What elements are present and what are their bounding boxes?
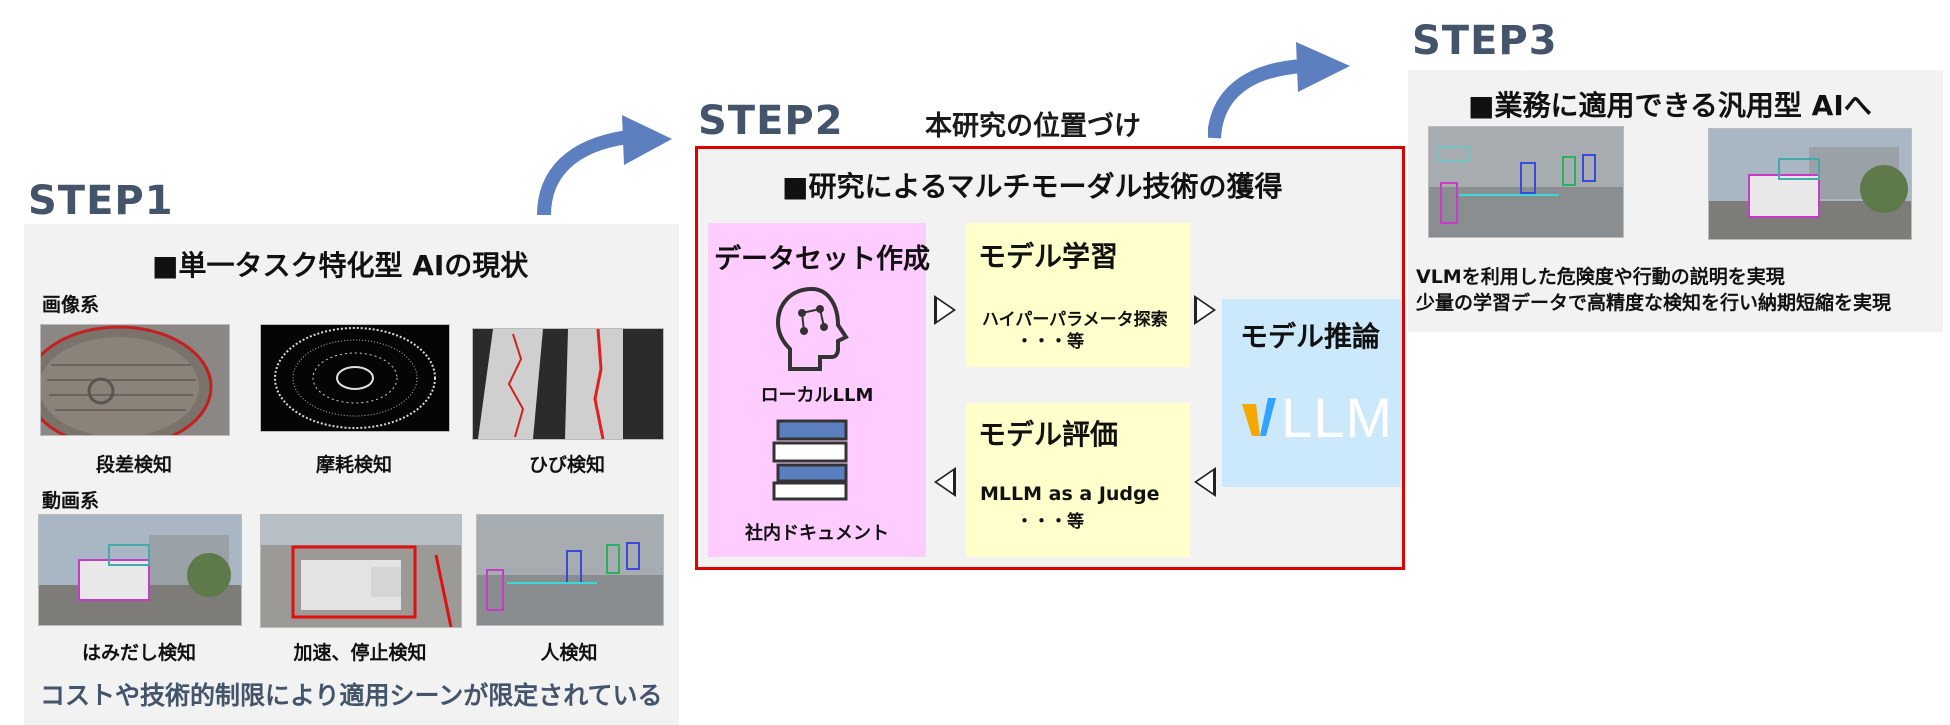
step2-label: STEP2 — [698, 98, 844, 144]
brain-head-icon — [775, 286, 849, 371]
training-title: モデル学習 — [978, 240, 1119, 273]
internal-docs-label: 社内ドキュメント — [745, 523, 889, 544]
step3-label: STEP3 — [1412, 18, 1558, 64]
step2-title: ■研究によるマルチモーダル技術の獲得 — [782, 170, 1283, 203]
dataset-title: データセット作成 — [714, 244, 930, 275]
evaluation-line2: ・・・等 — [1016, 512, 1084, 532]
step-detection-caption: 段差検知 — [95, 454, 172, 476]
step3-truck-image — [1708, 128, 1912, 240]
flow-arrow-right-1-inner — [937, 299, 953, 321]
step3-title: ■業務に適用できる汎用型 AIへ — [1468, 89, 1872, 122]
step1-footer: コストや技術的制限により適用シーンが限定されている — [40, 681, 663, 710]
training-line1: ハイパーパラメータ探索 — [982, 310, 1168, 330]
overhang-detection-caption: はみだし検知 — [81, 642, 196, 664]
local-llm-label: ローカルLLM — [760, 385, 874, 406]
image-category-label: 画像系 — [42, 294, 100, 316]
training-line2: ・・・等 — [1016, 332, 1084, 352]
inference-title: モデル推論 — [1240, 320, 1381, 353]
accel-stop-video-image — [260, 514, 462, 628]
step3-line1: VLMを利用した危険度や行動の説明を実現 — [1416, 266, 1785, 288]
flow-arrow-right-2-inner — [1197, 299, 1213, 321]
crack-detection-caption: ひび検知 — [528, 454, 605, 476]
step3-person-image — [1428, 126, 1624, 238]
dataset-box: データセット作成 ローカルLLM 社内ドキュメント — [708, 223, 930, 557]
step2-frame: ■研究によるマルチモーダル技術の獲得 データセット作成 ローカルLLM 社内ドキ… — [695, 146, 1405, 570]
person-detection-caption: 人検知 — [540, 642, 598, 664]
training-box: モデル学習 ハイパーパラメータ探索 ・・・等 — [966, 223, 1190, 367]
flow-arrow-left-2-inner — [937, 471, 953, 493]
step1-panel: ■単一タスク特化型 AIの現状 画像系 — [24, 224, 679, 725]
step1-label: STEP1 — [28, 178, 174, 224]
step1-to-step2-arrow — [537, 115, 672, 216]
manhole-step-image — [40, 324, 230, 436]
step3-panel: ■業務に適用できる汎用型 AIへ VLMを利用した危険度や行動の説明を実現 少量… — [1408, 70, 1943, 332]
vllm-logo: LLM — [1242, 385, 1393, 449]
evaluation-title: モデル評価 — [978, 418, 1119, 451]
step1-title: ■単一タスク特化型 AIの現状 — [152, 249, 529, 282]
flow-arrow-left-1-inner — [1197, 471, 1213, 493]
manhole-wear-image — [260, 324, 450, 432]
inference-box: モデル推論 LLM — [1222, 299, 1402, 487]
video-category-label: 動画系 — [42, 490, 100, 512]
positioning-label: 本研究の位置づけ — [925, 111, 1141, 142]
step3-line2: 少量の学習データで高精度な検知を行い納期短縮を実現 — [1416, 292, 1892, 314]
vllm-logo-icon — [1242, 397, 1276, 436]
person-video-image — [476, 514, 664, 626]
step2-to-step3-arrow — [1208, 42, 1350, 139]
vllm-logo-text: LLM — [1281, 386, 1394, 449]
documents-stack-icon — [772, 419, 848, 501]
evaluation-box: モデル評価 MLLM as a Judge ・・・等 — [966, 403, 1190, 557]
accel-stop-detection-caption: 加速、停止検知 — [293, 642, 427, 664]
wear-detection-caption: 摩耗検知 — [315, 454, 392, 476]
overhang-video-image — [38, 514, 242, 626]
crack-image — [472, 328, 664, 440]
evaluation-line1: MLLM as a Judge — [980, 483, 1160, 505]
